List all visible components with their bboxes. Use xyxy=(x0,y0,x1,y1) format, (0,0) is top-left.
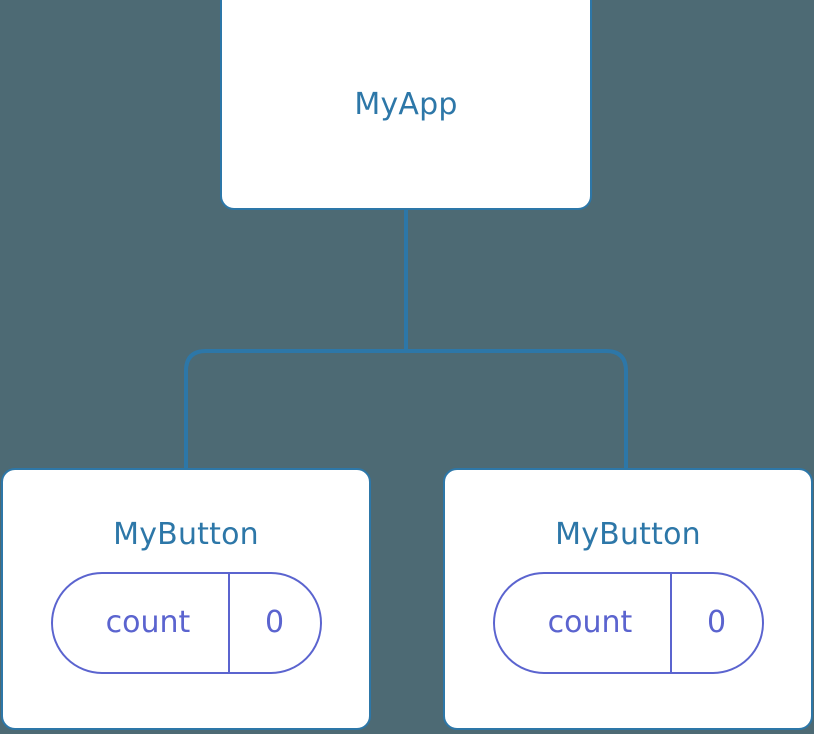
state-pill[interactable]: count 0 xyxy=(492,572,764,674)
node-title: MyButton xyxy=(113,517,259,552)
state-value: 0 xyxy=(227,574,320,672)
node-title: MyButton xyxy=(555,517,701,552)
state-pill[interactable]: count 0 xyxy=(50,572,322,674)
connector-branch-left xyxy=(184,349,406,472)
node-title: MyApp xyxy=(354,87,458,122)
state-key: count xyxy=(105,605,191,640)
connector-branch-right xyxy=(406,349,628,472)
node-mybutton-1[interactable]: MyButton count 0 xyxy=(443,468,813,730)
node-mybutton-0[interactable]: MyButton count 0 xyxy=(1,468,371,730)
state-value: 0 xyxy=(669,574,762,672)
state-key: count xyxy=(547,605,633,640)
node-myapp[interactable]: MyApp xyxy=(220,0,592,210)
